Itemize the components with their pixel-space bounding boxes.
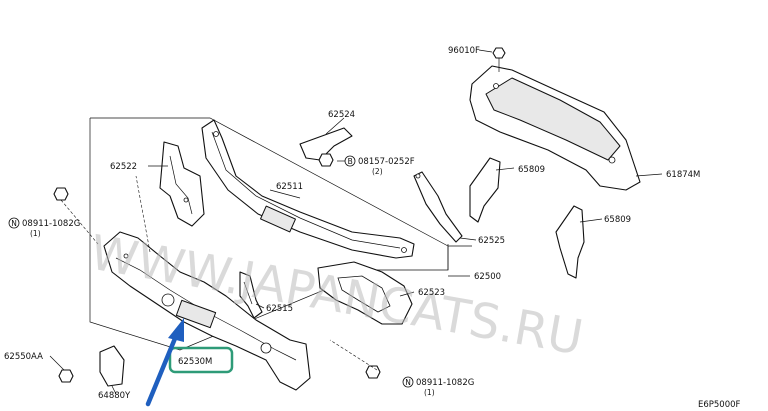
label-64880Y: 64880Y bbox=[98, 391, 131, 401]
label-62522: 62522 bbox=[110, 162, 137, 172]
bolt-mark-n-icon-2: N bbox=[405, 378, 411, 387]
bracket-62515 bbox=[239, 271, 263, 319]
bolt-08911-left-icon bbox=[53, 187, 99, 245]
callout-08911-left: N 08911-1082G (1) bbox=[8, 217, 80, 238]
bracket-64880Y bbox=[99, 345, 125, 387]
bolt-96010F-icon bbox=[492, 47, 506, 72]
callout-08911-lower: N 08911-1082G (1) bbox=[402, 376, 474, 397]
label-08911-left-qty: (1) bbox=[30, 229, 41, 238]
label-96010F: 96010F bbox=[448, 46, 480, 56]
label-62500: 62500 bbox=[474, 272, 501, 282]
upper-support-beam bbox=[201, 119, 415, 259]
bolt-mark-n-icon: N bbox=[11, 219, 17, 228]
label-62515: 62515 bbox=[266, 304, 293, 314]
label-62523: 62523 bbox=[418, 288, 445, 298]
side-bracket-62522 bbox=[159, 141, 205, 227]
label-08911-lower-qty: (1) bbox=[424, 388, 435, 397]
label-62524: 62524 bbox=[328, 110, 355, 120]
hood-lock-stay-62525 bbox=[413, 171, 463, 243]
bolt-mark-b-icon: B bbox=[348, 157, 353, 166]
label-65809-lower: 65809 bbox=[604, 215, 631, 225]
air-guide-62523 bbox=[317, 261, 413, 325]
bolt-08911-lower-icon bbox=[329, 339, 381, 379]
label-62550AA: 62550AA bbox=[4, 352, 43, 362]
label-08157: 08157-0252F bbox=[358, 157, 415, 167]
assembly-outline-top bbox=[90, 117, 449, 247]
label-65809-upper: 65809 bbox=[518, 165, 545, 175]
splash-guard-65809-upper bbox=[469, 157, 501, 223]
bolt-08157-icon bbox=[318, 153, 334, 167]
label-62525: 62525 bbox=[478, 236, 505, 246]
label-61874M: 61874M bbox=[666, 170, 700, 180]
splash-guard-65809-lower bbox=[555, 205, 585, 279]
cover-61874M bbox=[469, 65, 641, 191]
highlight-box bbox=[168, 346, 234, 374]
label-62530M: 62530M bbox=[178, 357, 212, 367]
label-08157-qty: (2) bbox=[372, 167, 383, 176]
label-08911-left: 08911-1082G bbox=[22, 219, 80, 229]
diagram-code: E6P5000F bbox=[698, 400, 741, 410]
label-08911-lower: 08911-1082G bbox=[416, 378, 474, 388]
pointer-arrow-icon bbox=[145, 318, 184, 407]
lower-support-member bbox=[103, 231, 311, 391]
callout-08157: B 08157-0252F (2) bbox=[344, 155, 415, 176]
label-62511: 62511 bbox=[276, 182, 303, 192]
bolt-62550AA-icon bbox=[58, 369, 74, 383]
leader-lines bbox=[49, 49, 663, 395]
